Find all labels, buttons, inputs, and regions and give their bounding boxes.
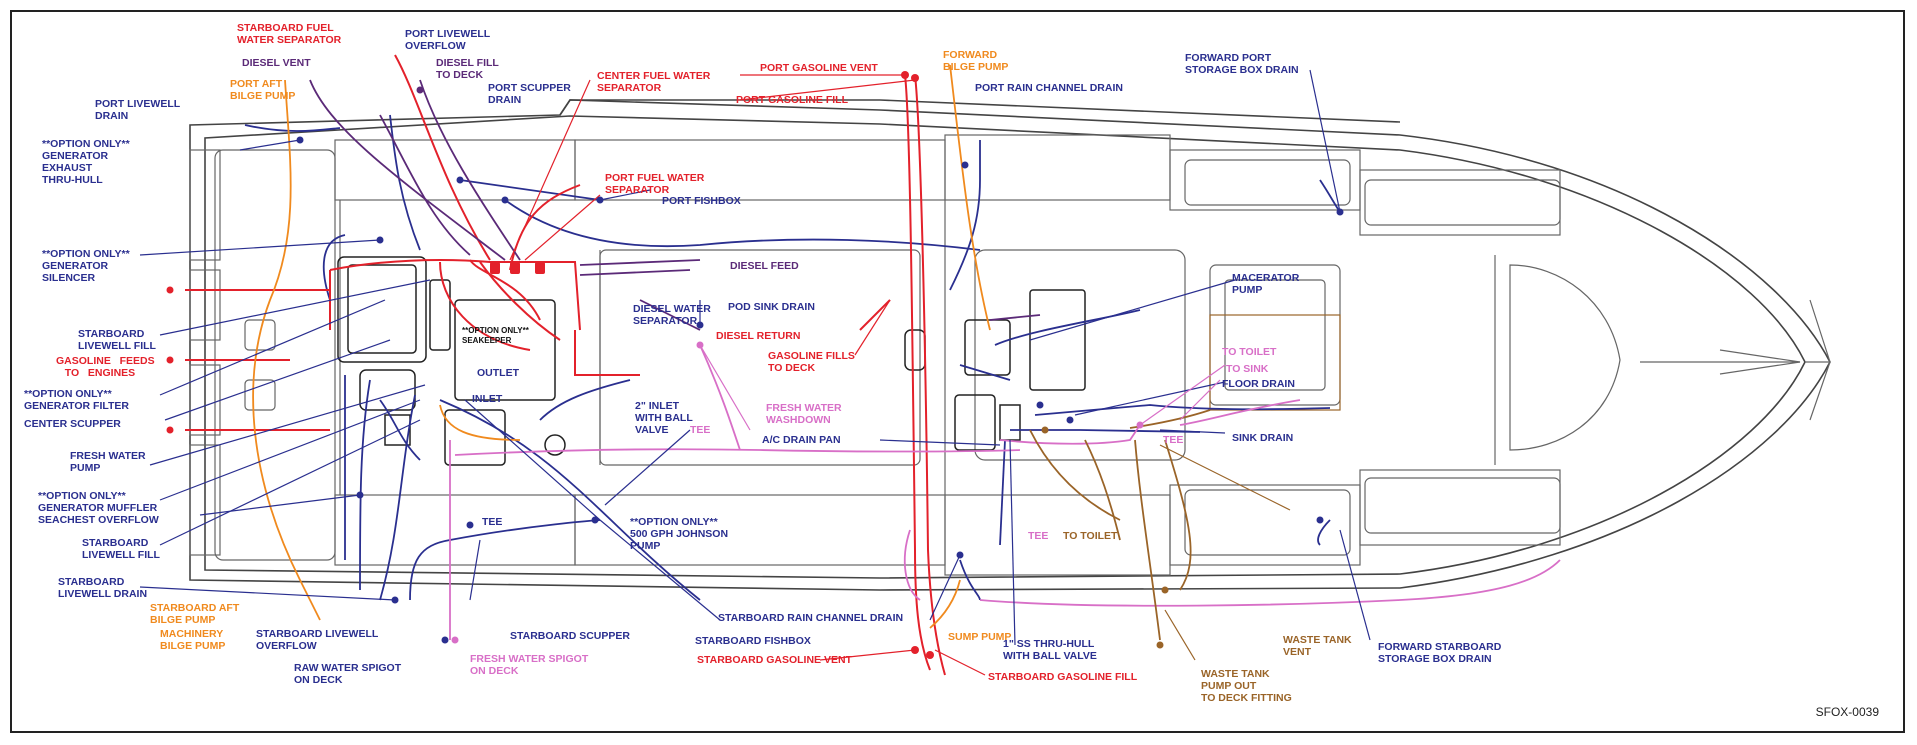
sink-drain-label: SINK DRAIN [1232,432,1294,444]
equipment [337,256,1086,466]
deck-structure [189,134,1831,576]
seakeeper-label: **OPTION ONLY** SEAKEEPER [462,326,529,345]
starboard-aft-bilge-pump-label: STARBOARD AFT BILGE PUMP [150,602,240,626]
macerator-pump-label: MACERATOR PUMP [1232,272,1300,296]
gasoline-feeds-label: GASOLINE FEEDS TO ENGINES [56,355,155,379]
gasoline-fills-label: GASOLINE FILLS TO DECK [768,350,855,374]
forward-bilge-pump-label: FORWARD BILGE PUMP [943,49,1009,73]
tee-label-2: TEE [690,424,711,436]
fresh-water-pump-label: FRESH WATER PUMP [70,450,146,474]
tee-label-4: TEE [1028,530,1049,542]
port-rain-channel-drain-label: PORT RAIN CHANNEL DRAIN [975,82,1123,94]
center-fuel-water-separator-label: CENTER FUEL WATER SEPARATOR [597,70,711,94]
diesel-vent-label: DIESEL VENT [242,57,311,69]
diesel-return-label: DIESEL RETURN [716,330,801,342]
port-fuel-water-separator-label: PORT FUEL WATER SEPARATOR [605,172,705,196]
fresh-water-spigot-label: FRESH WATER SPIGOT ON DECK [470,653,589,677]
seachest-overflow-label: SEACHEST OVERFLOW [38,514,159,526]
raw-water-spigot-label: RAW WATER SPIGOT ON DECK [294,662,402,686]
port-scupper-drain-label: PORT SCUPPER DRAIN [488,82,571,106]
waste-tank [1209,314,1341,411]
ss-thru-hull-label: 1" SS THRU-HULL WITH BALL VALVE [1003,638,1097,662]
option-generator-exhaust-label: **OPTION ONLY** GENERATOR EXHAUST THRU-H… [42,138,130,186]
starboard-livewell-drain-label: STARBOARD LIVEWELL DRAIN [58,576,148,600]
diesel-water-separator-label: DIESEL WATER SEPARATOR [633,303,711,327]
inlet-2-ball-valve-label: 2" INLET WITH BALL VALVE [635,400,693,436]
orange-lines [252,64,991,629]
option-generator-silencer-label: **OPTION ONLY** GENERATOR SILENCER [42,248,130,284]
waste-tank-pump-out-label: WASTE TANK PUMP OUT TO DECK FITTING [1201,668,1292,704]
option-johnson-pump-label: **OPTION ONLY** 500 GPH JOHNSON PUMP [630,516,729,552]
fuel-water-separators [490,262,545,274]
port-aft-bilge-pump-label: PORT AFT BILGE PUMP [230,78,296,102]
waste-tank-vent-label: WASTE TANK VENT [1283,634,1352,658]
option-generator-filter-label: **OPTION ONLY** GENERATOR FILTER [24,388,129,412]
starboard-rain-channel-drain-label: STARBOARD RAIN CHANNEL DRAIN [718,612,904,624]
drawing-number: SFOX-0039 [1815,705,1879,719]
connection-dots [166,71,1344,659]
port-fishbox-label: PORT FISHBOX [662,195,741,207]
to-toilet-label-1: TO TOILET [1222,346,1277,358]
option-generator-muffler-label: **OPTION ONLY** GENERATOR MUFFLER [38,490,158,514]
starboard-fuel-water-separator-label: STARBOARD FUEL WATER SEPARATOR [237,22,342,46]
to-sink-label: TO SINK [1226,363,1269,375]
outlet-label: OUTLET [477,367,519,379]
pod-sink-drain-label: POD SINK DRAIN [728,301,815,313]
tee-label-3: TEE [1163,434,1184,446]
pink-lines [449,344,1561,640]
starboard-fishbox-label: STARBOARD FISHBOX [695,635,811,647]
brown-lines [1029,409,1211,641]
fresh-water-washdown-label: FRESH WATER WASHDOWN [766,402,842,426]
forward-port-storage-drain-label: FORWARD PORT STORAGE BOX DRAIN [1185,52,1299,76]
to-toilet-label-2: TO TOILET [1063,530,1118,542]
inlet-label: INLET [472,393,503,405]
starboard-livewell-overflow-label: STARBOARD LIVEWELL OVERFLOW [256,628,379,652]
forward-starboard-storage-drain-label: FORWARD STARBOARD STORAGE BOX DRAIN [1378,641,1502,665]
sump-pump-label: SUMP PUMP [948,631,1012,643]
ac-drain-pan-label: A/C DRAIN PAN [762,434,841,446]
leader-lines [139,69,1371,676]
diesel-feed-label: DIESEL FEED [730,260,799,272]
floor-drain-label: FLOOR DRAIN [1222,378,1295,390]
diesel-fill-label: DIESEL FILL TO DECK [436,57,499,81]
machinery-bilge-pump-label: MACHINERY BILGE PUMP [160,628,226,652]
starboard-livewell-fill-2-label: STARBOARD LIVEWELL FILL [82,537,160,561]
purple-lines [309,79,1041,331]
center-scupper-label: CENTER SCUPPER [24,418,121,430]
port-livewell-drain-label: PORT LIVEWELL DRAIN [95,98,181,122]
starboard-gasoline-fill-label: STARBOARD GASOLINE FILL [988,671,1138,683]
starboard-gasoline-vent-label: STARBOARD GASOLINE VENT [697,654,852,666]
port-gasoline-vent-label: PORT GASOLINE VENT [760,62,878,74]
starboard-scupper-label: STARBOARD SCUPPER [510,630,630,642]
port-gasoline-fill-label: PORT GASOLINE FILL [736,94,848,106]
tee-label-1: TEE [482,516,503,528]
starboard-livewell-fill-label: STARBOARD LIVEWELL FILL [78,328,156,352]
port-livewell-overflow-label: PORT LIVEWELL OVERFLOW [405,28,491,52]
